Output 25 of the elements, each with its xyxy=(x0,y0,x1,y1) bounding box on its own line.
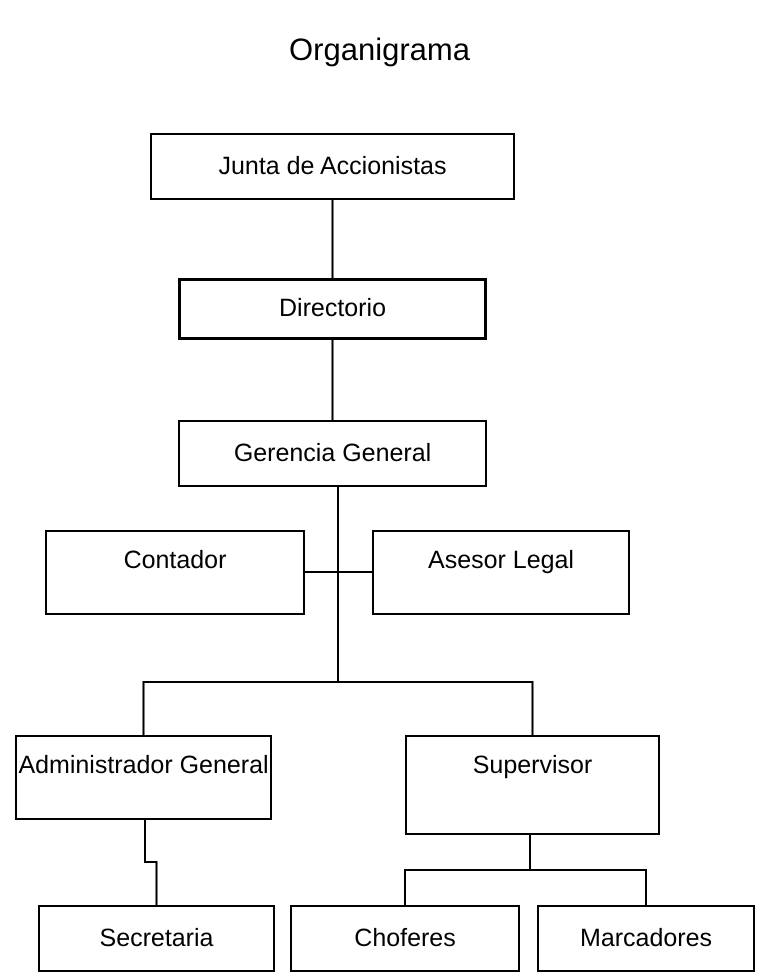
org-box xyxy=(150,133,515,200)
box-label: Contador xyxy=(124,545,226,576)
connector-line xyxy=(332,200,334,278)
box-label: Gerencia General xyxy=(234,438,432,469)
org-box xyxy=(178,420,487,487)
connector-line xyxy=(144,820,158,905)
org-box xyxy=(15,735,272,820)
org-box xyxy=(38,905,275,972)
box-label: Directorio xyxy=(279,293,386,324)
org-box xyxy=(290,905,520,972)
connector-line xyxy=(332,340,334,420)
connector-line xyxy=(529,835,647,905)
box-label: Supervisor xyxy=(472,750,592,781)
box-label: Choferes xyxy=(354,922,456,954)
box-label: Administrador General xyxy=(18,750,269,781)
org-box xyxy=(405,735,660,835)
org-box xyxy=(178,278,487,340)
box-label: Secretaria xyxy=(100,922,214,954)
box-label: Junta de Accionistas xyxy=(218,150,446,182)
org-box xyxy=(537,905,755,972)
box-label: Marcadores xyxy=(580,922,712,954)
org-box xyxy=(372,530,630,615)
org-box xyxy=(45,530,305,615)
title: Organigrama xyxy=(289,32,470,68)
box-label: Asesor Legal xyxy=(428,545,574,576)
